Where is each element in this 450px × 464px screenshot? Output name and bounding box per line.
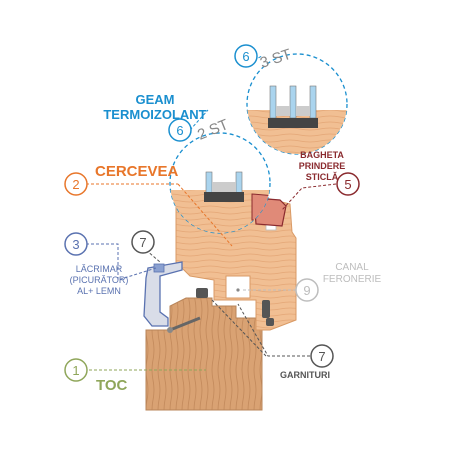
bagheta-label-line: PRINDERE: [299, 161, 346, 171]
leader-lines: [84, 55, 337, 371]
canal-label-line: CANAL: [335, 262, 369, 273]
bagheta-label-line: BAGHETA: [300, 150, 344, 160]
geam-title-line: GEAM: [136, 92, 175, 107]
callout-canal: 9 CANAL FERONERIE: [295, 262, 382, 302]
lacrimar-profile: [143, 261, 183, 327]
garnituri-seals: [167, 288, 274, 333]
callout-number: 6: [242, 49, 249, 64]
callout-garnituri-bottom: 7 GARNITURI: [280, 344, 334, 380]
toc-label: TOC: [96, 377, 128, 394]
callout-number: 5: [344, 177, 351, 192]
geam-title-line: TERMOIZOLANT: [103, 107, 206, 122]
bagheta-label-line: STICLĂ: [306, 172, 339, 182]
canal-label-line: FERONERIE: [323, 274, 382, 285]
callout-number: 2: [72, 177, 79, 192]
callout-number: 3: [72, 237, 79, 252]
lacrimar-label-line: LĂCRIMAR: [76, 264, 123, 274]
callout-number: 1: [72, 363, 79, 378]
toc-frame: [145, 297, 263, 411]
callout-number: 9: [303, 283, 310, 298]
callout-cercevea: 2 CERCEVEA: [64, 163, 179, 196]
callout-bagheta: 5 BAGHETA PRINDERE STICLĂ: [299, 150, 360, 196]
canal-slot: [225, 275, 251, 299]
callout-toc: 1 TOC: [64, 358, 128, 394]
geam-title: GEAM TERMOIZOLANT: [103, 92, 206, 122]
lacrimar-label-line: (PICURĂTOR): [70, 275, 129, 285]
callout-number: 7: [318, 349, 325, 364]
garnituri-label: GARNITURI: [280, 370, 330, 380]
cercevea-label: CERCEVEA: [95, 163, 179, 180]
callout-number: 6: [176, 123, 183, 138]
callout-garnituri-top: 7: [131, 230, 155, 254]
callout-number: 7: [139, 235, 146, 250]
canal-dot: [236, 288, 240, 292]
callout-lacrimar: 3 LĂCRIMAR (PICURĂTOR) AL+ LEMN: [64, 232, 129, 296]
lacrimar-label-line: AL+ LEMN: [77, 286, 121, 296]
